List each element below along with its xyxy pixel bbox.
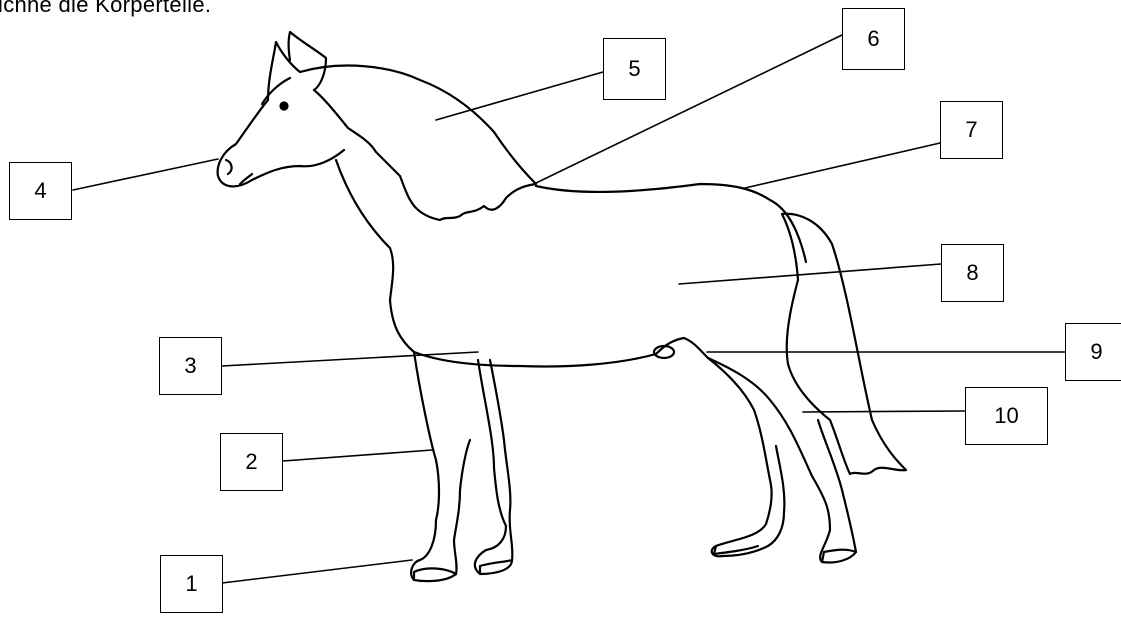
label-box-2: 2: [220, 433, 283, 491]
horse-hind-leg: [706, 356, 786, 558]
instruction-text: ichne die Körperteile.: [0, 0, 212, 17]
horse-hoof: [478, 558, 514, 576]
leader-lines: [72, 34, 1066, 584]
label-box-7: 7: [940, 101, 1003, 159]
horse-mouth: [238, 172, 254, 186]
leader-line-2: [282, 449, 433, 462]
horse-front-leg: [473, 358, 514, 576]
label-box-1: 1: [160, 555, 223, 613]
leader-line-1: [221, 559, 413, 584]
leader-line-6: [533, 34, 843, 185]
horse-belly: [412, 336, 710, 368]
label-box-6: 6: [842, 8, 905, 70]
horse-mane: [298, 64, 538, 222]
horse-front-leg: [410, 350, 472, 583]
horse-hoof: [712, 544, 760, 556]
horse-back: [534, 182, 808, 264]
horse-ear: [266, 40, 302, 102]
horse-nostril: [224, 158, 233, 176]
leader-line-4: [72, 158, 219, 191]
horse-head: [216, 98, 346, 188]
label-box-8: 8: [941, 244, 1004, 302]
leader-line-3: [221, 351, 479, 367]
horse-hoof: [820, 548, 858, 564]
leader-line-10: [802, 410, 966, 413]
horse-eye: [279, 101, 289, 111]
label-box-10: 10: [965, 387, 1048, 445]
horse-neck: [334, 158, 416, 354]
leader-line-5: [435, 71, 604, 121]
horse-sheath: [652, 344, 676, 360]
label-box-5: 5: [603, 38, 666, 100]
label-box-4: 4: [9, 162, 72, 220]
leader-line-8: [678, 263, 942, 285]
leader-line-7: [744, 142, 941, 189]
horse-tail: [780, 212, 908, 476]
label-box-3: 3: [159, 337, 222, 395]
label-box-9: 9: [1065, 323, 1121, 381]
horse-ear: [287, 30, 328, 92]
horse-forelock: [260, 76, 292, 106]
horse-hoof: [412, 567, 458, 582]
horse-hind-leg: [706, 356, 858, 564]
